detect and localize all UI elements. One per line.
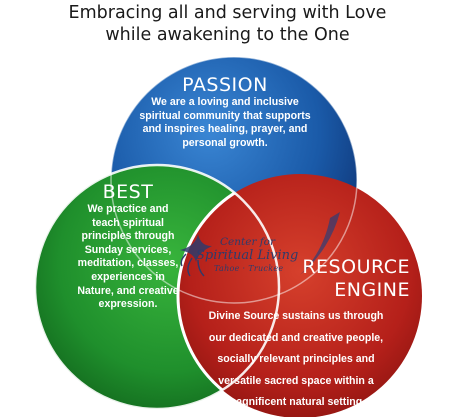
passion-title: PASSION	[182, 74, 268, 96]
best-line: Nature, and creative	[77, 284, 179, 297]
resource-engine-block: RESOURCE ENGINE Divine Source sustains u…	[172, 256, 420, 410]
passion-line: personal growth.	[182, 136, 268, 149]
passion-line: We are a loving and inclusive	[151, 96, 299, 108]
header: Embracing all and serving with Love whil…	[0, 2, 455, 46]
logo-line-2: Spiritual Living	[196, 248, 299, 263]
resource-line: our dedicated and creative people,	[208, 331, 384, 344]
best-line: Sunday services,	[84, 243, 172, 256]
resource-line: magnificent natural setting.	[226, 396, 366, 409]
passion-block: PASSION We are a loving and inclusive sp…	[135, 74, 315, 150]
resource-line: Divine Source sustains us through	[208, 310, 384, 322]
best-line: experiences in	[91, 270, 165, 283]
best-title: BEST	[102, 181, 154, 203]
best-line: We practice and	[87, 203, 169, 215]
center-for-spiritual-living-logo: Center for Spiritual Living Tahoe · Truc…	[172, 226, 298, 282]
resource-title-line-1: RESOURCE	[302, 256, 410, 278]
logo-line-1: Center for	[220, 236, 276, 248]
logo-line-3: Tahoe · Truckee	[214, 264, 284, 273]
best-block: BEST We practice and teach spiritual pri…	[74, 181, 182, 312]
passion-line: spiritual community that supports	[139, 109, 311, 122]
header-line-1: Embracing all and serving with Love	[68, 3, 387, 23]
best-line: teach spiritual	[92, 216, 164, 229]
passion-swirl	[300, 212, 340, 275]
resource-line: socially relevant principles and	[217, 353, 375, 366]
resource-swirl	[176, 172, 279, 409]
resource-title-line-2: ENGINE	[334, 279, 410, 301]
header-line-2: while awakening to the One	[105, 25, 350, 45]
resource-line: versatile sacred space within a	[218, 374, 374, 387]
best-line: meditation, classes,	[77, 257, 179, 270]
dove-icon	[180, 234, 212, 277]
best-line: expression.	[98, 298, 158, 311]
best-line: principles through	[81, 230, 175, 243]
passion-line: and inspires healing, prayer, and	[142, 123, 308, 136]
